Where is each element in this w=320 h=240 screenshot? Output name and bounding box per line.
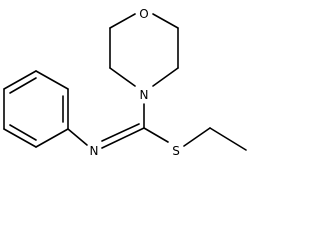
phenyl-bond-2 [35, 70, 69, 90]
bond-n-phenyl [67, 128, 88, 146]
phenyl-double-bond-inner-3 [9, 124, 37, 141]
phenyl-bond-6 [35, 128, 69, 148]
phenyl-bond-3 [3, 70, 37, 90]
bond-s-ch2 [183, 127, 211, 147]
imine-double-bond [101, 123, 145, 149]
atom-morpholine-nitrogen: N [140, 88, 149, 102]
bond-cn-double-inner [101, 123, 140, 142]
bond-ch2-ch3 [209, 127, 247, 151]
bond-cn-double-outer [101, 127, 145, 149]
chemical-structure: O N N S [3, 7, 247, 158]
phenyl-bond-5 [3, 128, 37, 148]
atom-imine-nitrogen: N [90, 144, 99, 158]
bond-o-c-left [109, 13, 136, 29]
phenyl-ring [3, 70, 69, 148]
bond-c-n-right [152, 67, 179, 87]
bond-c-s [143, 127, 169, 143]
atom-sulfur: S [172, 144, 180, 158]
phenyl-double-bond-inner-2 [9, 77, 37, 94]
atom-oxygen: O [139, 7, 148, 21]
morpholine-ring [109, 13, 179, 87]
bond-o-c-right [152, 13, 179, 29]
bond-c-n-left [109, 67, 136, 87]
